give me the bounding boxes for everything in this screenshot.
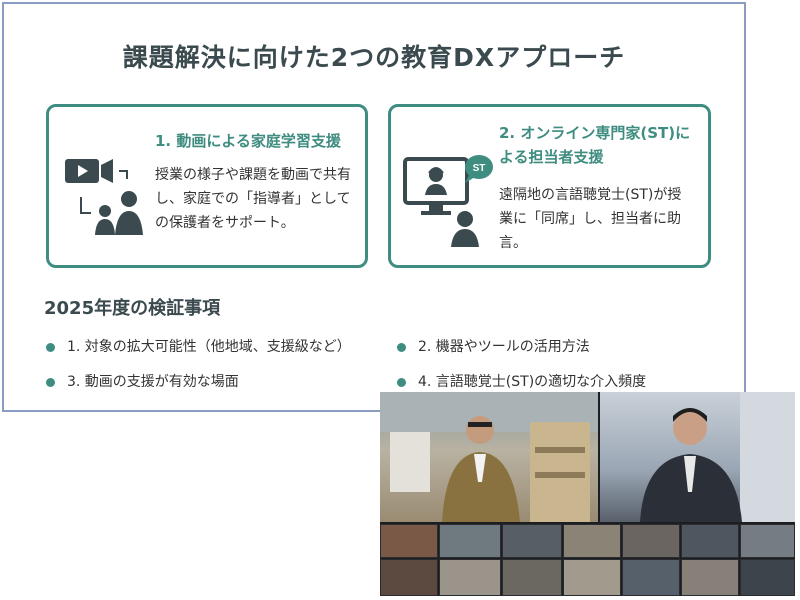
verification-item: 1. 対象の拡大可能性（他地域、支援級など） — [46, 336, 351, 356]
participant-thumbnail — [439, 524, 501, 558]
participant-thumbnail — [502, 559, 562, 596]
participant-thumbnail — [681, 559, 739, 596]
participant-thumbnail — [740, 559, 795, 596]
participant-thumbnail — [681, 524, 739, 558]
video-conference-photo — [380, 392, 795, 596]
card-body: 遠隔地の言語聴覚士(ST)が授業に「同席」し、担当者に助言。 — [499, 187, 682, 251]
participant-thumbnail — [740, 524, 795, 558]
bullet-dot-icon — [46, 342, 55, 352]
participant-tile-speaker — [600, 392, 795, 522]
card-title: 2. オンライン専門家(ST)による担当者支援 — [499, 124, 691, 166]
section-title: 2025年度の検証事項 — [44, 298, 221, 319]
slide-title: 課題解決に向けた2つの教育DXアプローチ — [122, 43, 626, 72]
online-specialist-icon: ST — [403, 149, 493, 253]
participant-tile-main — [380, 392, 598, 522]
approach-card-video: 1. 動画による家庭学習支援 授業の様子や課題を動画で共有し、家庭での「指導者」… — [46, 104, 368, 268]
verification-item: 3. 動画の支援が有効な場面 — [46, 371, 239, 391]
bullet-dot-icon — [397, 342, 406, 352]
bullet-dot-icon — [46, 377, 55, 387]
participant-thumbnail — [563, 559, 621, 596]
slide-panel: 課題解決に向けた2つの教育DXアプローチ 1. 動画による家庭学習支援 授業の様… — [2, 2, 746, 412]
verification-item: 2. 機器やツールの活用方法 — [397, 336, 590, 356]
card-title: 1. 動画による家庭学習支援 — [155, 132, 341, 150]
participant-thumbnail — [622, 524, 680, 558]
video-family-icon — [63, 157, 145, 241]
participant-thumbnail — [622, 559, 680, 596]
svg-text:ST: ST — [473, 163, 486, 174]
bullet-dot-icon — [397, 377, 406, 387]
participant-thumbnail — [439, 559, 501, 596]
verification-item: 4. 言語聴覚士(ST)の適切な介入頻度 — [397, 371, 646, 391]
participant-thumbnail — [380, 559, 438, 596]
card-body: 授業の様子や課題を動画で共有し、家庭での「指導者」としての保護者をサポート。 — [155, 167, 351, 231]
participant-thumbnail — [563, 524, 621, 558]
participant-thumbnail — [380, 524, 438, 558]
participant-thumbnail — [502, 524, 562, 558]
approach-card-online: ST 2. オンライン専門家(ST)による担当者支援 遠隔地の言語聴覚士(ST)… — [388, 104, 711, 268]
